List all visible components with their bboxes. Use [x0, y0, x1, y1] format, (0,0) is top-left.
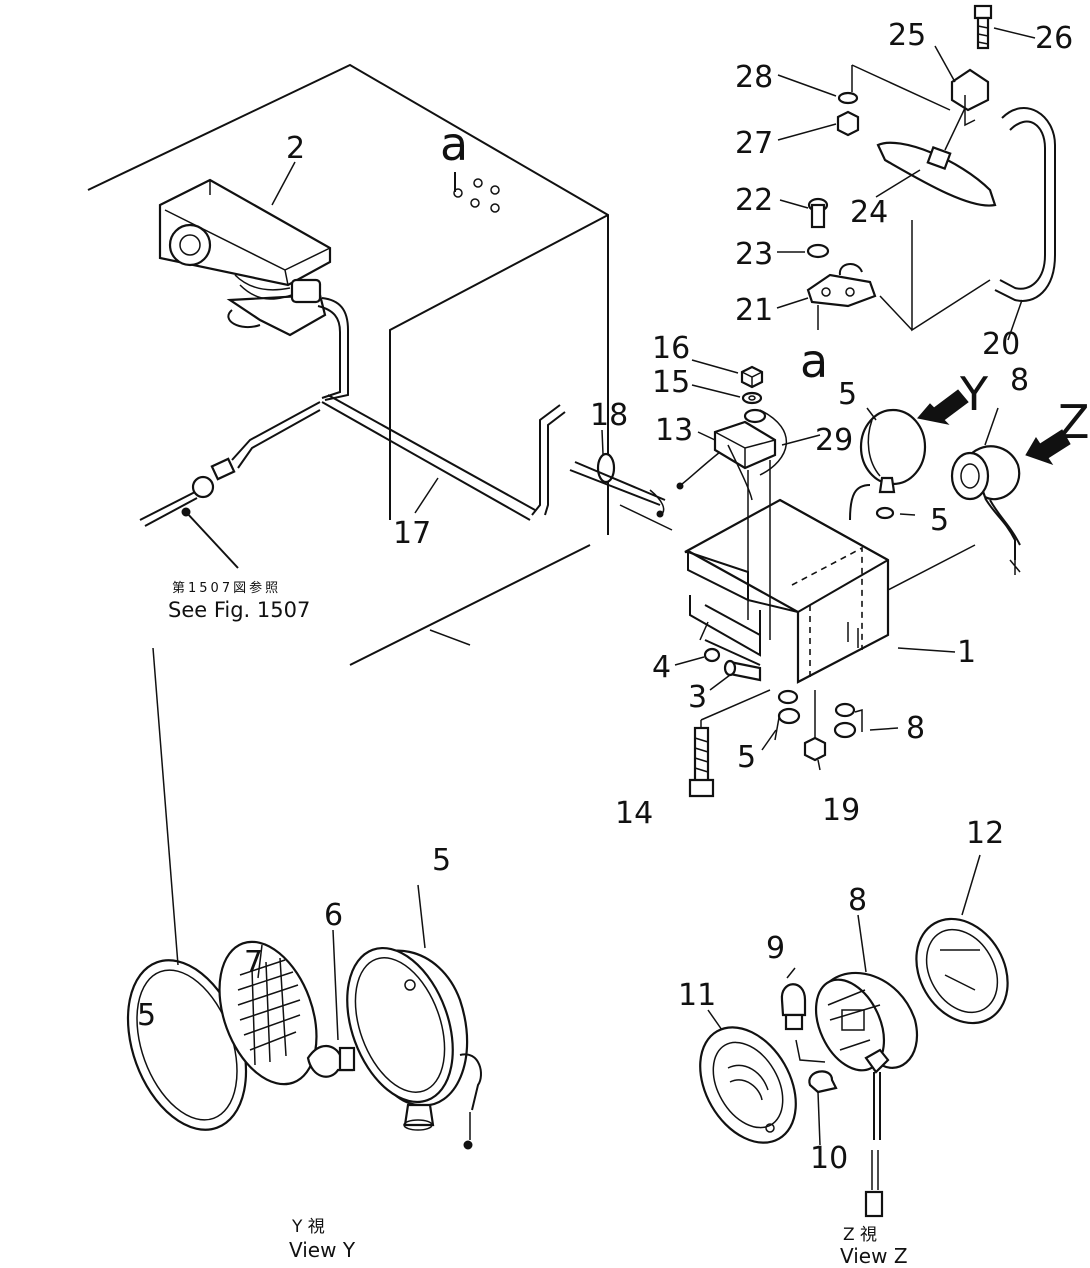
view-z-en: View Z: [840, 1244, 908, 1268]
flasher-part-13: [676, 409, 788, 501]
view-y-lens-part-7: [218, 940, 318, 1086]
view-z-bulb-part-9: [780, 983, 807, 1031]
view-z-lens-part-11: [699, 1026, 797, 1144]
clamp-part-21: [806, 263, 877, 330]
arrow-z: [1025, 429, 1071, 465]
view-z-jp: Z 視: [843, 1225, 877, 1245]
label-p29: 29: [815, 423, 853, 458]
label-p19: 19: [822, 793, 860, 828]
label-p27: 27: [735, 126, 773, 161]
bracket-part-1: [684, 498, 890, 684]
mirror-part-24: [876, 107, 997, 207]
nut-part-27: [836, 110, 860, 137]
washer-part-28: [837, 91, 859, 105]
bolt-part-3: [723, 659, 762, 682]
grommet-part-18: [569, 452, 673, 531]
wire-harness-part-17: [139, 297, 566, 569]
label-p15: 15: [652, 365, 690, 400]
washer-part-15: [741, 391, 763, 405]
label-p8-viewz: 8: [848, 883, 867, 918]
label-p21: 21: [735, 293, 773, 328]
label-p8-top: 8: [1010, 363, 1029, 398]
bolt-part-22: [807, 197, 829, 229]
washer-part-15b: [743, 408, 767, 424]
bracket-part-25: [950, 68, 990, 127]
reference-jp: 第1507図参照: [172, 580, 281, 596]
marker-y: Y: [959, 367, 989, 421]
view-z-housing-part-8: [795, 971, 918, 1218]
washer-group-lower: [774, 689, 863, 762]
marker-a-bottom: a: [800, 334, 828, 388]
label-p12: 12: [966, 816, 1004, 851]
label-p24: 24: [850, 195, 888, 230]
mounting-holes: [453, 172, 500, 213]
label-p11: 11: [678, 978, 716, 1013]
cab-outline: [87, 63, 609, 666]
work-lamp-part-5: [849, 408, 927, 521]
bolt-part-26: [973, 4, 993, 50]
label-p5-viewy-rim: 5: [137, 998, 156, 1033]
label-p22: 22: [735, 183, 773, 218]
washer-part-4: [703, 647, 721, 663]
leader-lines: [152, 27, 1036, 1146]
washer-part-23: [806, 243, 830, 259]
label-p14: 14: [615, 796, 653, 831]
label-p8-low: 8: [906, 711, 925, 746]
label-p9: 9: [766, 931, 785, 966]
label-p28: 28: [735, 60, 773, 95]
controller-box-part-2: [158, 178, 332, 337]
view-y-jp: Y 視: [291, 1217, 325, 1237]
label-p7: 7: [244, 945, 263, 980]
label-p5-mid: 5: [930, 503, 949, 538]
view-y-housing-part-5: [346, 946, 482, 1150]
label-p23: 23: [735, 237, 773, 272]
label-p26: 26: [1035, 21, 1073, 56]
label-p5-viewy-housing: 5: [432, 843, 451, 878]
view-y-bulb-part-6: [306, 1044, 356, 1078]
label-p1: 1: [957, 635, 976, 670]
nut-part-16: [740, 365, 764, 389]
label-p25: 25: [888, 18, 926, 53]
bolt-part-14: [688, 689, 771, 798]
label-p3: 3: [688, 680, 707, 715]
label-p2: 2: [286, 131, 305, 166]
reference-en: See Fig. 1507: [168, 598, 310, 622]
label-p17: 17: [393, 516, 431, 551]
label-p18: 18: [590, 398, 628, 433]
label-p10: 10: [810, 1141, 848, 1176]
label-p5-low: 5: [737, 740, 756, 775]
marker-a-top: a: [440, 117, 468, 171]
label-p16: 16: [652, 331, 690, 366]
marker-z: Z: [1058, 395, 1090, 449]
label-p20: 20: [982, 327, 1020, 362]
view-y-en: View Y: [289, 1238, 356, 1262]
arrow-y: [917, 389, 969, 425]
handle-part-20: [994, 107, 1056, 302]
label-p13: 13: [655, 413, 693, 448]
part-labels: 2 1 3 4 5 5 5 5 5 6 7 8 8 8 9 10 11 12 1…: [137, 18, 1073, 1176]
label-p4: 4: [652, 650, 671, 685]
view-z-bezel-part-12: [915, 917, 1009, 1025]
view-z-bulb-part-10: [808, 1070, 838, 1094]
label-p5-top: 5: [838, 377, 857, 412]
label-p6: 6: [324, 898, 343, 933]
signal-lamp-part-8: [950, 445, 1021, 575]
